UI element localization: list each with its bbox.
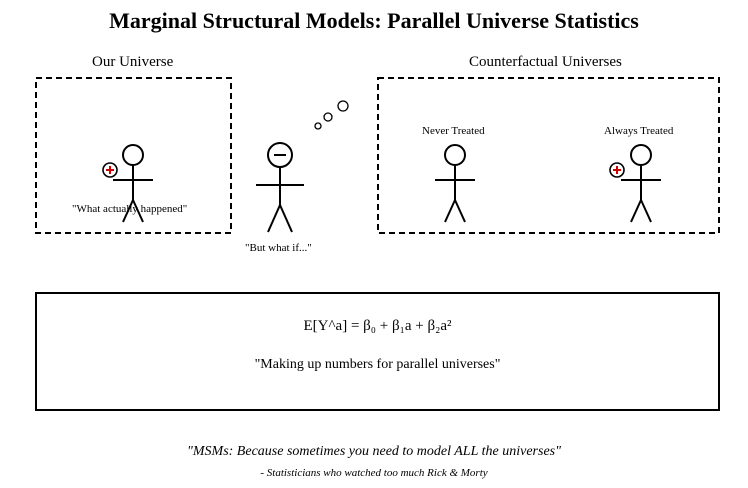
stick-figure-thinker — [256, 142, 304, 233]
footer-quote: "MSMs: Because sometimes you need to mod… — [186, 444, 561, 459]
our-universe-box — [35, 77, 232, 234]
our-universe-caption: "What actually happened" — [72, 203, 188, 215]
counterfactual-box — [377, 77, 720, 234]
always-treated-label: Always Treated — [604, 125, 674, 137]
formula-equation: E[Y^a] = β₀ + β₁a + β₂a² — [303, 318, 452, 334]
stick-figure-actual — [113, 144, 153, 223]
plus-circle-icon — [102, 162, 118, 178]
page-title: Marginal Structural Models: Parallel Uni… — [109, 8, 639, 33]
our-universe-label: Our Universe — [92, 54, 174, 70]
formula-caption: "Making up numbers for parallel universe… — [254, 357, 501, 372]
footer-attribution: - Statisticians who watched too much Ric… — [260, 467, 488, 479]
stick-figure-always-treated — [621, 144, 661, 223]
thinker-caption: "But what if..." — [245, 242, 312, 254]
thought-bubble-icon — [314, 100, 349, 130]
stick-figure-never-treated — [435, 144, 475, 223]
never-treated-label: Never Treated — [422, 125, 485, 137]
formula-box: E[Y^a] = β₀ + β₁a + β₂a² "Making up numb… — [35, 292, 720, 411]
counterfactual-label: Counterfactual Universes — [469, 54, 622, 70]
plus-circle-icon — [609, 162, 625, 178]
